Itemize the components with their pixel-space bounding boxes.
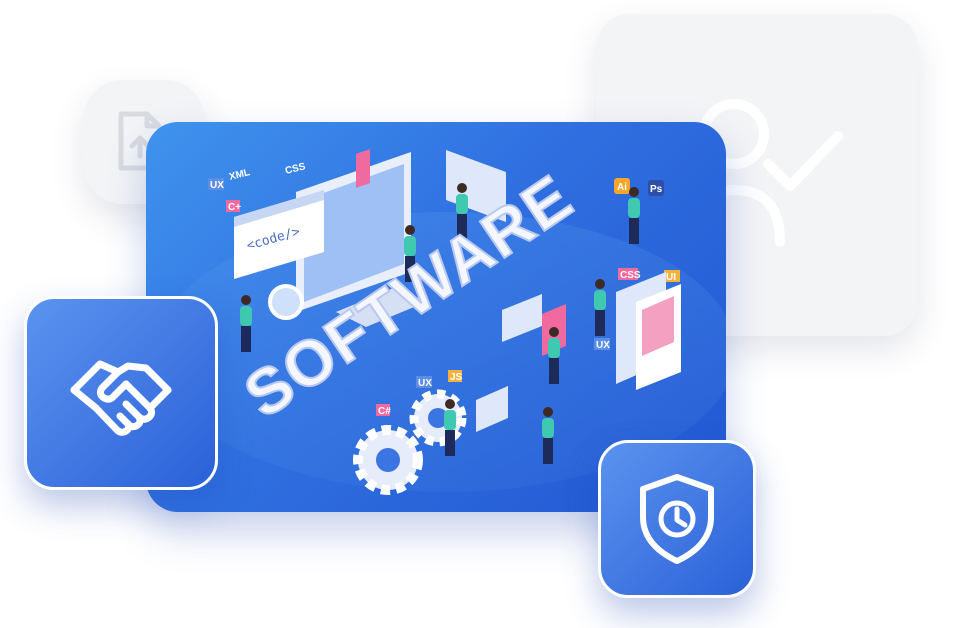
label-js: JS — [450, 372, 463, 383]
label-ai: Ai — [617, 182, 627, 193]
label-ux-3: UX — [418, 378, 432, 389]
monitor-graphic — [296, 149, 426, 327]
label-ps: Ps — [650, 184, 663, 195]
label-ux-2: UX — [596, 340, 610, 351]
shield-clock-icon — [640, 474, 714, 564]
phone-mockups — [616, 272, 681, 390]
handshake-card — [24, 296, 218, 490]
shield-clock-card — [598, 440, 756, 598]
label-cplus: C+ — [228, 202, 241, 213]
software-illustration-card: <code/> UX XML CSS UX UI CSS Ai Ps C# C+… — [146, 122, 726, 512]
label-ux-1: UX — [210, 180, 224, 191]
code-window: <code/> — [234, 190, 324, 279]
magnifier-graphic — [268, 284, 304, 320]
people-figures — [240, 183, 640, 464]
software-illustration: <code/> UX XML CSS UX UI CSS Ai Ps C# C+… — [156, 149, 726, 495]
handshake-icon — [70, 360, 172, 436]
label-css-1: CSS — [284, 161, 307, 177]
label-ui: UI — [666, 272, 676, 283]
label-xml: XML — [228, 167, 251, 183]
label-css-2: CSS — [620, 270, 641, 281]
label-csharp: C# — [378, 406, 391, 417]
